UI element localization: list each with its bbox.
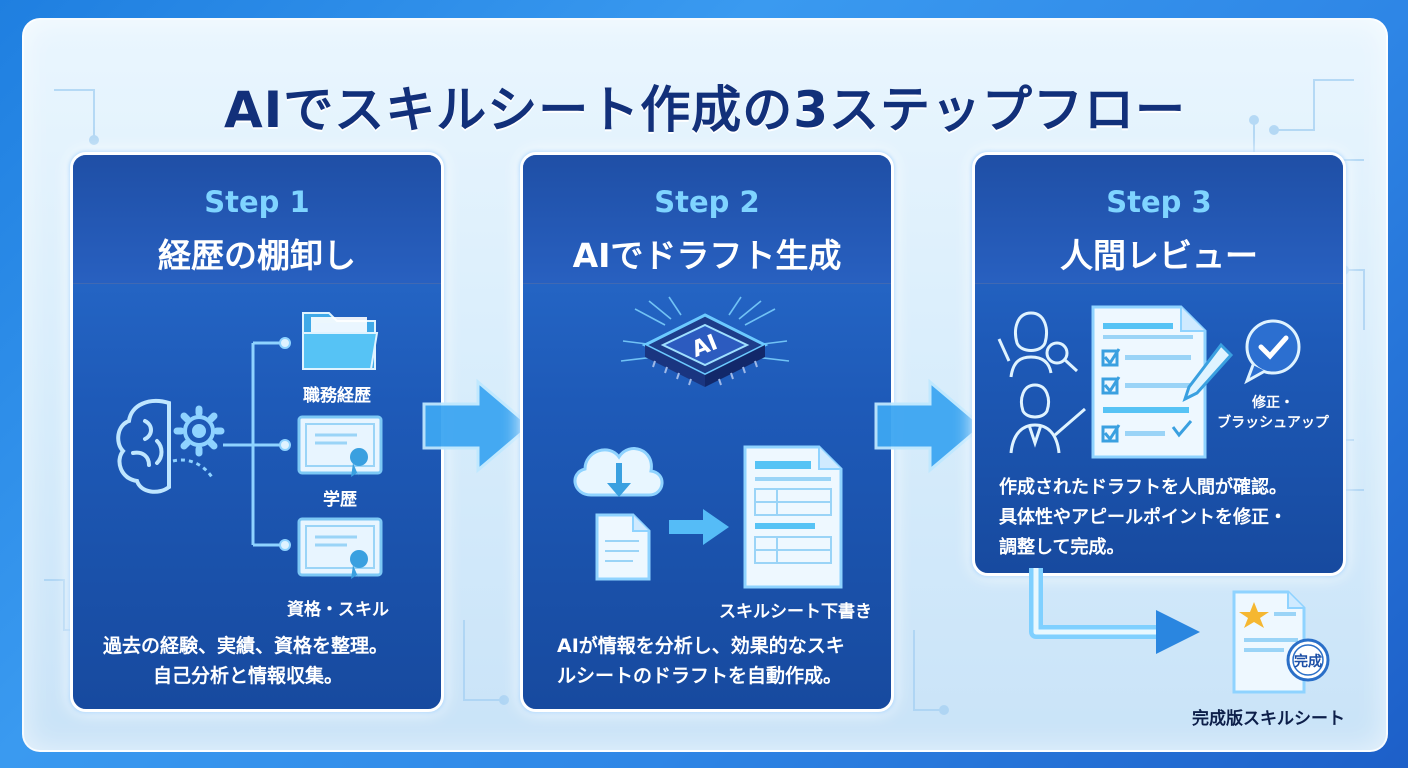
step-3-note-line-1: 修正・ — [1252, 395, 1294, 411]
reviewer-people-icon — [997, 311, 1086, 454]
step-1-description-line-2: 自己分析と情報収集。 — [153, 665, 344, 687]
arrow-step-1-to-2 — [422, 378, 533, 474]
step-2-description-line-1: AIが情報を分析し、効果的なスキ — [557, 635, 845, 657]
step-1-description: 過去の経験、実績、資格を整理。 自己分析と情報収集。 — [103, 631, 433, 691]
step-2-card: Step 2 AIでドラフト生成 AI — [520, 152, 894, 712]
item-work-history: 職務経歴 — [303, 386, 371, 406]
step-3-label: Step 3 — [1106, 185, 1212, 219]
step-2-description-line-2: ルシートのドラフトを自動作成。 — [557, 665, 843, 687]
step-3-description: 作成されたドラフトを人間が確認。 具体性やアピールポイントを修正・ 調整して完成… — [999, 473, 1329, 563]
step-1-label: Step 1 — [204, 185, 310, 219]
folder-icon — [302, 312, 379, 370]
qualification-certificate-icon — [297, 517, 383, 579]
step-3-description-line-3: 調整して完成。 — [999, 537, 1125, 558]
step-3-note-line-2: ブラッシュアップ — [1217, 415, 1329, 431]
arrow-step-2-to-3 — [874, 378, 985, 474]
cloud-download-icon — [573, 447, 664, 497]
check-speech-bubble-icon — [1244, 319, 1301, 385]
review-checklist-icon — [1091, 305, 1207, 459]
arrow-to-final — [1029, 568, 1200, 654]
step-2-label: Step 2 — [654, 185, 760, 219]
step-3-description-line-2: 具体性やアピールポイントを修正・ — [999, 507, 1287, 528]
tree-connector — [223, 337, 291, 551]
step-2-title: AIでドラフト生成 — [572, 236, 842, 275]
step-3-note: 修正・ ブラッシュアップ — [1211, 393, 1335, 433]
step-2-header — [523, 155, 891, 284]
item-qualifications-skills: 資格・スキル — [287, 600, 389, 620]
step-3-header — [975, 155, 1343, 284]
process-arrow-icon — [669, 509, 729, 545]
ai-chip-icon: AI — [620, 296, 790, 387]
skill-sheet-draft-icon — [743, 445, 843, 589]
source-document-icon — [595, 513, 651, 581]
brain-gear-icon — [116, 399, 225, 494]
step-1-title: 経歴の棚卸し — [158, 236, 356, 275]
completed-skill-sheet-icon: 完成 — [1232, 590, 1330, 694]
final-sheet-label: 完成版スキルシート — [1192, 709, 1345, 729]
item-education: 学歴 — [323, 490, 357, 510]
step-2-description: AIが情報を分析し、効果的なスキ ルシートのドラフトを自動作成。 — [557, 631, 877, 691]
draft-label: スキルシート下書き — [719, 602, 872, 622]
step-3-description-line-1: 作成されたドラフトを人間が確認。 — [999, 477, 1287, 498]
pencil-icon — [1182, 342, 1234, 402]
step-3-card: Step 3 人間レビュー — [972, 152, 1346, 576]
step-1-card: Step 1 経歴の棚卸し — [70, 152, 444, 712]
step-1-description-line-1: 過去の経験、実績、資格を整理。 — [103, 635, 389, 657]
page-title: AIでスキルシート作成の3ステップフロー — [223, 81, 1187, 139]
completed-stamp-text: 完成 — [1294, 653, 1322, 670]
diploma-certificate-icon — [297, 415, 383, 477]
step-3-title: 人間レビュー — [1060, 236, 1258, 275]
step-1-header — [73, 155, 441, 284]
infographic-panel: AIでスキルシート作成の3ステップフロー Step 1 経歴の棚卸し — [22, 18, 1388, 752]
